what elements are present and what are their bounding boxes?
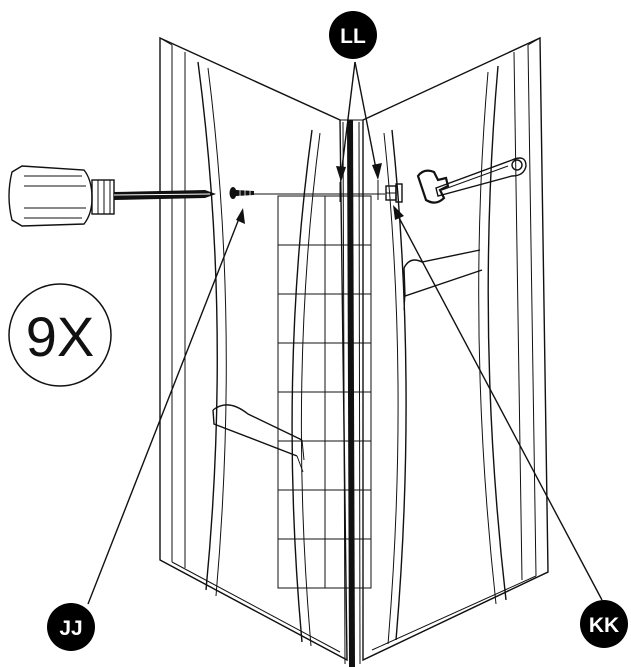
hole-markers xyxy=(339,180,379,202)
bolt-icon xyxy=(385,183,403,203)
callout-kk-label: KK xyxy=(589,614,619,637)
callout-ll-label: LL xyxy=(340,25,366,48)
tile-grid xyxy=(252,193,385,589)
right-panel xyxy=(362,36,549,662)
left-panel xyxy=(159,36,348,662)
leader-lines xyxy=(87,61,603,605)
callout-jj-label: JJ xyxy=(59,617,82,640)
callout-jj: JJ xyxy=(47,603,95,651)
center-seam xyxy=(340,119,363,667)
screw-icon xyxy=(229,187,254,199)
callout-kk: KK xyxy=(580,600,628,648)
callout-ll: LL xyxy=(329,11,377,59)
quantity-label: 9X xyxy=(26,305,95,368)
wrench-icon xyxy=(416,157,527,204)
quantity-badge: 9X xyxy=(8,283,112,387)
screwdriver-icon xyxy=(8,165,216,227)
